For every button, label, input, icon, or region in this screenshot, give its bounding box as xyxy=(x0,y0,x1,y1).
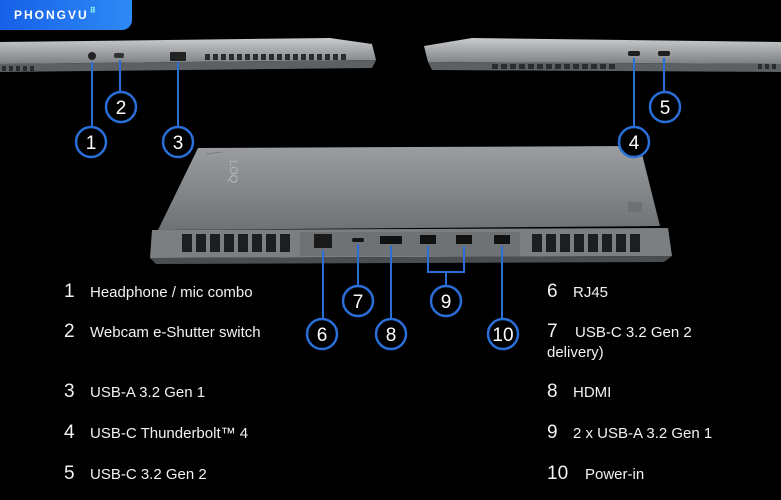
svg-text:2: 2 xyxy=(116,98,127,119)
rj45-port-icon xyxy=(314,234,332,248)
legend-item-2: 2 Webcam e-Shutter switch xyxy=(64,321,261,343)
legend-number: 5 xyxy=(64,463,75,484)
left-vent-2 xyxy=(205,54,346,60)
legend-label: RJ45 xyxy=(573,284,609,301)
callout-8: 8 xyxy=(374,317,408,351)
callout-10: 10 xyxy=(486,317,520,351)
left-vent xyxy=(2,66,34,71)
rear-vent-left xyxy=(182,234,290,252)
right-side-view xyxy=(424,38,781,72)
svg-text:10: 10 xyxy=(492,325,513,346)
hdmi-port-icon xyxy=(380,236,402,244)
legend-number: 8 xyxy=(547,381,558,402)
right-chassis xyxy=(424,38,781,64)
legend-label: Headphone / mic combo xyxy=(90,284,253,301)
usb-c-rear-port-icon xyxy=(352,238,364,242)
legend-label: Webcam e-Shutter switch xyxy=(90,324,261,341)
legend-label-continued: delivery) xyxy=(547,344,604,361)
svg-text:9: 9 xyxy=(441,292,452,313)
callout-4: 4 xyxy=(617,125,651,159)
leader-lines xyxy=(91,58,665,318)
svg-text:1: 1 xyxy=(86,133,97,154)
svg-text:6: 6 xyxy=(317,325,328,346)
callout-1: 1 xyxy=(74,125,108,159)
callout-3: 3 xyxy=(161,125,195,159)
legend-item-7: 7 USB-C 3.2 Gen 2 xyxy=(547,321,692,343)
usb-a-rear-2-icon xyxy=(456,235,472,244)
callouts: 1 2 3 4 5 6 7 8 9 10 xyxy=(74,90,682,351)
legend-number: 4 xyxy=(64,422,75,443)
brand-logo: PHONGVU⠿ xyxy=(0,0,132,30)
headphone-jack-icon xyxy=(88,52,96,60)
rear-view: LOQ xyxy=(150,146,672,264)
right-vent xyxy=(492,64,615,69)
svg-text:4: 4 xyxy=(629,133,640,154)
legend-label: USB-C Thunderbolt™ 4 xyxy=(90,425,249,442)
legend-item-3: 3 USB-A 3.2 Gen 1 xyxy=(64,381,205,403)
legend-label: USB-C 3.2 Gen 2 xyxy=(90,466,207,483)
legend-label: Power-in xyxy=(585,466,645,483)
svg-text:3: 3 xyxy=(173,133,184,154)
legend-item-5: 5 USB-C 3.2 Gen 2 xyxy=(64,463,207,485)
legend-item-6: 6 RJ45 xyxy=(547,281,608,303)
callout-7: 7 xyxy=(341,284,375,318)
legend-number: 7 xyxy=(547,321,558,342)
rear-vent-right xyxy=(532,234,640,252)
legend-item-1: 1 Headphone / mic combo xyxy=(64,281,253,303)
callout-5: 5 xyxy=(648,90,682,124)
legend-number: 9 xyxy=(547,422,558,443)
thunderbolt-port-icon xyxy=(628,51,640,56)
legend-number: 6 xyxy=(547,281,558,302)
legend-label: USB-C 3.2 Gen 2 xyxy=(575,324,692,341)
legend-label: HDMI xyxy=(573,384,612,401)
rear-lid xyxy=(158,146,660,230)
legend-item-7-continued: delivery) xyxy=(547,344,604,361)
usb-c-port-icon xyxy=(658,51,670,56)
callout-2: 2 xyxy=(104,90,138,124)
legend-item-8: 8 HDMI xyxy=(547,381,611,403)
svg-text:LOQ: LOQ xyxy=(227,160,239,184)
legend-number: 10 xyxy=(547,463,569,484)
usb-a-port-icon xyxy=(170,52,186,61)
left-chassis xyxy=(0,38,376,64)
legend-number: 3 xyxy=(64,381,75,402)
legend-number: 2 xyxy=(64,321,75,342)
svg-text:7: 7 xyxy=(353,292,364,313)
legend-label: USB-A 3.2 Gen 1 xyxy=(90,384,206,401)
svg-text:5: 5 xyxy=(660,98,671,119)
callout-9: 9 xyxy=(429,284,463,318)
shutter-switch-icon xyxy=(114,53,124,58)
legend-item-4: 4 USB-C Thunderbolt™ 4 xyxy=(64,422,248,444)
left-side-view xyxy=(0,38,376,72)
svg-text:8: 8 xyxy=(386,325,397,346)
callout-6: 6 xyxy=(305,317,339,351)
usb-a-rear-1-icon xyxy=(420,235,436,244)
brand-name: PHONGVU xyxy=(14,8,89,22)
brand-dots-icon: ⠿ xyxy=(89,5,98,15)
legend-number: 1 xyxy=(64,281,75,302)
power-port-icon xyxy=(494,235,510,244)
legend-item-9: 9 2 x USB-A 3.2 Gen 1 xyxy=(547,422,712,444)
legend-item-10: 10 Power-in xyxy=(547,463,644,485)
legend-label: 2 x USB-A 3.2 Gen 1 xyxy=(573,425,713,442)
